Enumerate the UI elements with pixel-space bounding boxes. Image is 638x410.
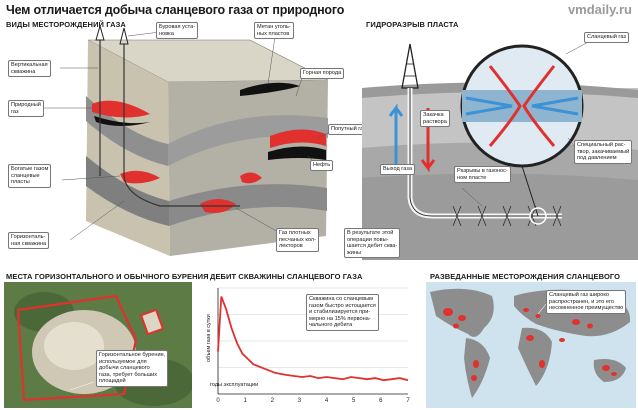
- section-title-deposits: ВИДЫ МЕСТОРОЖДЕНИЙ ГАЗА: [6, 20, 126, 29]
- label-oil: Нефть: [310, 160, 334, 171]
- label-special-solution: Специальный рас- твор, закачиваемый под …: [574, 140, 633, 164]
- label-natural-gas: Природный газ: [8, 100, 44, 118]
- chart-x-tick-label: 3: [298, 398, 302, 404]
- map-callout: Сланцевый газ широко распространен, и эт…: [546, 290, 627, 314]
- label-result: В результате этой операции повы- шается …: [344, 228, 401, 259]
- chart-x-label: годы эксплуатации: [210, 382, 258, 388]
- chart-x-tick-label: 2: [271, 398, 275, 404]
- chart-x-tick-label: 1: [243, 398, 247, 404]
- label-shale-layers: Богатые газом сланцевые пласты: [8, 164, 52, 188]
- section-title-debit: ДЕБИТ СКВАЖИНЫ СЛАНЦЕВОГО ГАЗА: [210, 272, 363, 281]
- chart-x-tick-label: 5: [352, 398, 356, 404]
- label-coalbed-methane: Метан уголь- ных пластов: [254, 22, 294, 40]
- label-drilling-rig: Буровая уста- новка: [156, 22, 199, 40]
- label-shale-gas: Сланцевый газ: [584, 32, 629, 43]
- label-horizontal-well: Горизонталь- ная скважина: [8, 232, 50, 250]
- page-title: Чем отличается добыча сланцевого газа от…: [6, 3, 345, 17]
- chart-x-tick-label: 4: [325, 398, 329, 404]
- chart-annotation: Скважина со сланцевым газом быстро истощ…: [306, 294, 379, 331]
- label-gas-fractures: Разрывы в газонос- ном пласте: [454, 166, 511, 184]
- watermark: vmdaily.ru: [567, 2, 632, 17]
- chart-x-tick-label: 7: [406, 398, 410, 404]
- section-title-drilling-sites: МЕСТА ГОРИЗОНТАЛЬНОГО И ОБЫЧНОГО БУРЕНИЯ: [6, 272, 209, 281]
- chart-x-tick-label: 0: [216, 398, 220, 404]
- label-vertical-well: Вертикальная скважина: [8, 60, 51, 78]
- label-gas-outlet: Выход газа: [380, 164, 415, 175]
- label-rock: Горная порода: [300, 68, 345, 79]
- section-title-fracking: ГИДРОРАЗРЫВ ПЛАСТА: [366, 20, 459, 29]
- label-tight-sand-gas: Газ плотных песчаных кол- лекторов: [276, 228, 319, 252]
- chart-series-line: [217, 296, 409, 382]
- deposits-illustration: [42, 26, 335, 256]
- chart-x-tick-label: 6: [379, 398, 383, 404]
- chart-x-ticks: 0 1 2 3 4 5 6 7: [216, 398, 410, 404]
- drilling-sites-photo: [4, 282, 192, 408]
- chart-y-label: объем газа в сутки: [206, 314, 212, 362]
- label-solution-pumping: Закачка раствора: [420, 110, 450, 128]
- label-horizontal-drilling: Горизонтальное бурение, используемое для…: [96, 350, 169, 387]
